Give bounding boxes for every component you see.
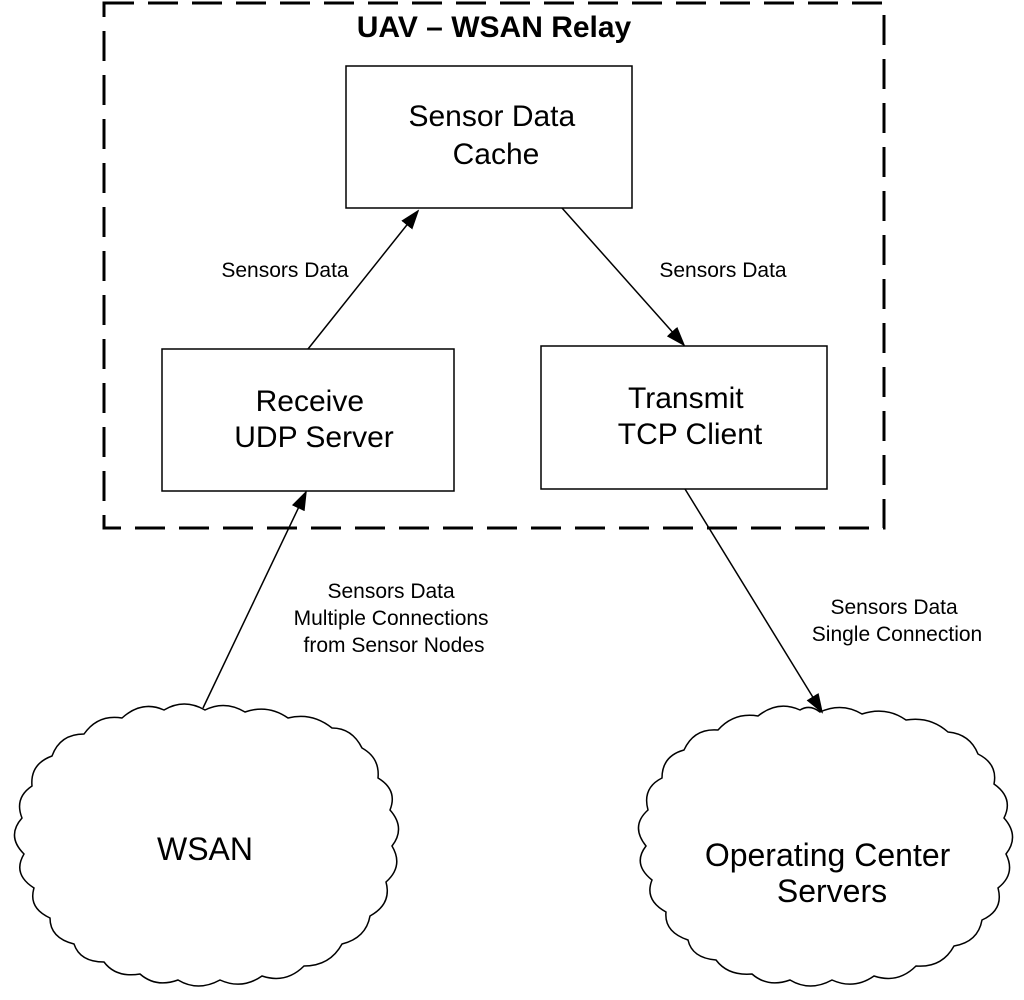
transmit-tcp-client-box bbox=[540, 345, 828, 490]
relay-container bbox=[102, 1, 886, 530]
edge-label-receive-to-cache: Sensors Data bbox=[221, 259, 349, 282]
operating-center-cloud bbox=[637, 705, 1014, 987]
sensor-data-cache-label: Sensor Data Cache bbox=[408, 100, 583, 171]
relay-title: UAV – WSAN Relay bbox=[357, 11, 632, 44]
arrow-transmit-to-ocs bbox=[684, 488, 824, 714]
transmit-tcp-client-label: Transmit TCP Client bbox=[618, 382, 763, 451]
edge-label-cache-to-transmit: Sensors Data bbox=[659, 259, 787, 282]
arrow-wsan-to-receive bbox=[202, 490, 307, 709]
edge-label-transmit-to-ocs: Sensors Data Single Connection bbox=[812, 596, 982, 646]
wsan-cloud bbox=[13, 703, 400, 987]
sensor-data-cache-box bbox=[345, 65, 633, 209]
arrow-receive-to-cache bbox=[307, 209, 420, 350]
wsan-label: WSAN bbox=[157, 831, 253, 867]
receive-udp-server-box bbox=[161, 348, 455, 492]
arrow-cache-to-transmit bbox=[561, 207, 686, 347]
edge-label-wsan-to-receive: Sensors Data Multiple Connections from S… bbox=[294, 580, 495, 657]
operating-center-label: Operating Center Servers bbox=[705, 837, 959, 909]
receive-udp-server-label: Receive UDP Server bbox=[234, 385, 394, 454]
